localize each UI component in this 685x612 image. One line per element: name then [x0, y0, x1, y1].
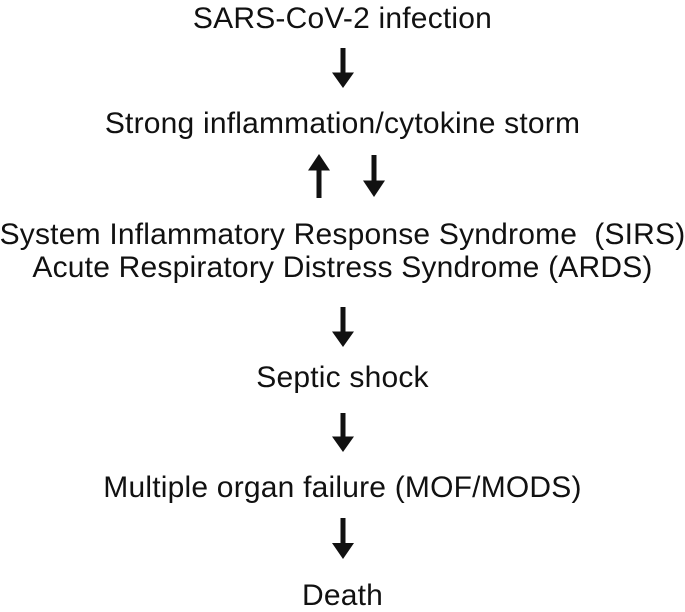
node-septic-shock: Septic shock: [256, 361, 429, 394]
down-arrow-icon: [331, 518, 355, 559]
node-sirs-ards: System Inflammatory Response Syndrome (S…: [0, 218, 685, 284]
node-sars-cov-2-infection: SARS-CoV-2 infection: [192, 2, 493, 35]
down-arrow-icon: [331, 413, 355, 452]
down-arrow-icon: [331, 307, 355, 347]
bidirectional-arrows: [307, 154, 386, 198]
sirs-line: System Inflammatory Response Syndrome (S…: [0, 218, 685, 251]
node-cytokine-storm: Strong inflammation/cytokine storm: [104, 107, 581, 140]
down-arrow-icon: [331, 48, 355, 88]
down-arrow-icon: [362, 155, 386, 197]
node-death: Death: [301, 579, 384, 612]
ards-line: Acute Respiratory Distress Syndrome (ARD…: [32, 251, 653, 284]
node-multiple-organ-failure: Multiple organ failure (MOF/MODS): [103, 471, 582, 504]
up-arrow-icon: [307, 154, 331, 198]
